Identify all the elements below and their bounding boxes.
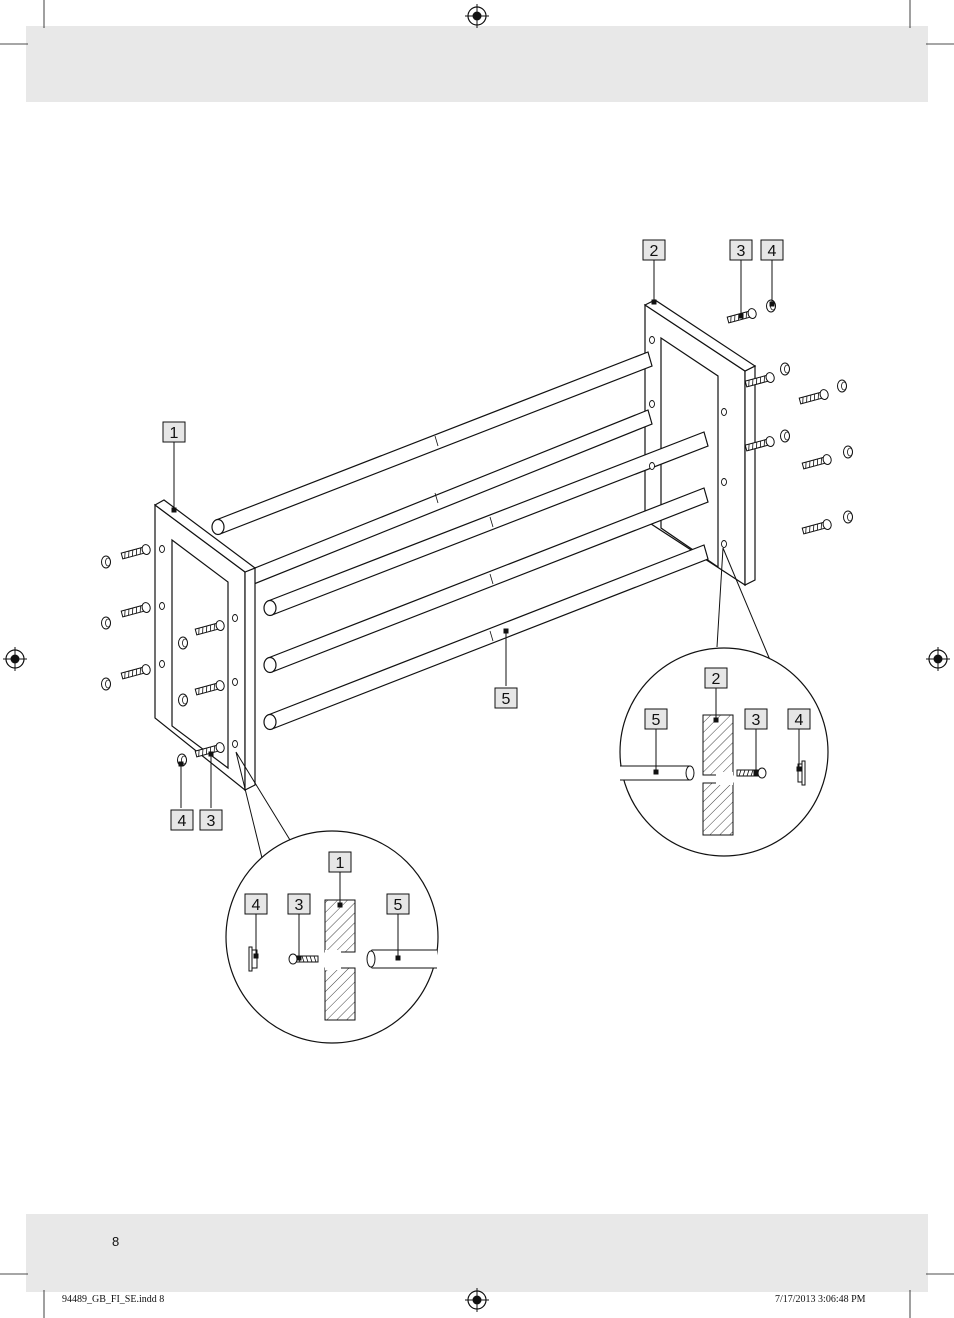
svg-text:2: 2: [712, 671, 721, 688]
header-band: [26, 26, 928, 102]
svg-text:4: 4: [795, 712, 804, 729]
registration-mark-icon: [464, 1287, 490, 1313]
detail-right-label-cap: 4: [787, 708, 811, 730]
right-detail-callout: [619, 547, 829, 857]
detail-left-label-rod: 5: [386, 893, 410, 915]
detail-left-label-cap: 4: [244, 893, 268, 915]
svg-text:3: 3: [295, 897, 304, 914]
page-number: 8: [112, 1234, 120, 1249]
left-end-frame: [153, 499, 257, 792]
svg-text:4: 4: [768, 243, 777, 260]
svg-text:5: 5: [502, 691, 511, 708]
svg-text:3: 3: [752, 712, 761, 729]
rods: [211, 351, 709, 731]
leader-lines: [171, 260, 802, 961]
svg-text:3: 3: [207, 813, 216, 830]
part-label-screw-bottom: 3: [199, 809, 223, 831]
part-label-frame-right: 2: [642, 239, 666, 261]
svg-text:4: 4: [178, 813, 187, 830]
detail-right-label-frame: 2: [704, 667, 728, 689]
svg-text:5: 5: [652, 712, 661, 729]
part-label-cap-top: 4: [760, 239, 784, 261]
footer-band: [26, 1214, 928, 1292]
registration-mark-icon: [464, 3, 490, 29]
part-label-rod: 5: [494, 687, 518, 709]
part-label-screw-top: 3: [729, 239, 753, 261]
detail-left-label-screw: 3: [287, 893, 311, 915]
svg-text:5: 5: [394, 897, 403, 914]
print-slug-date: 7/17/2013 3:06:48 PM: [775, 1294, 866, 1305]
detail-right-label-screw: 3: [744, 708, 768, 730]
detail-left-label-frame: 1: [328, 851, 352, 873]
svg-text:4: 4: [252, 897, 261, 914]
svg-text:2: 2: [650, 243, 659, 260]
registration-mark-icon: [925, 646, 951, 672]
frame-holes: [159, 336, 727, 748]
print-slug-file: 94489_GB_FI_SE.indd 8: [62, 1294, 165, 1305]
svg-text:1: 1: [336, 855, 345, 872]
part-label-frame-left: 1: [162, 421, 186, 443]
registration-mark-icon: [2, 646, 28, 672]
part-label-cap-bottom: 4: [170, 809, 194, 831]
svg-text:3: 3: [737, 243, 746, 260]
svg-text:1: 1: [170, 425, 179, 442]
detail-right-label-rod: 5: [644, 708, 668, 730]
left-detail-callout: [225, 751, 439, 1044]
